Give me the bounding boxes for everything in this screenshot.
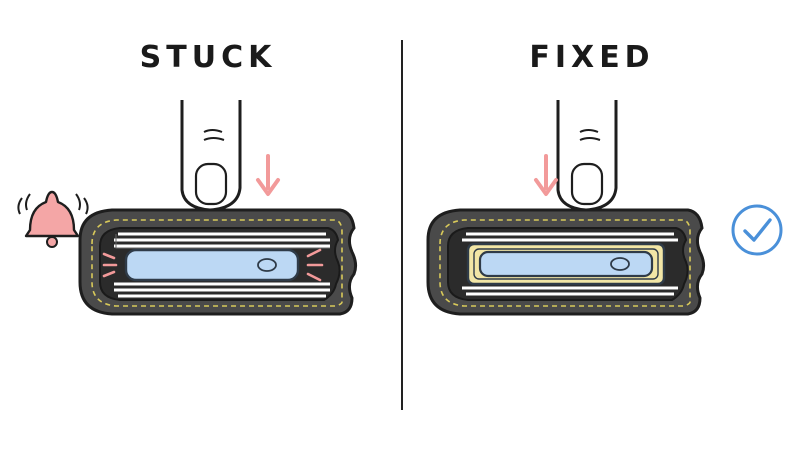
stuck-title: STUCK: [139, 40, 277, 75]
fixed-title: FIXED: [529, 40, 655, 75]
fixed-down-arrow-icon: [534, 154, 558, 196]
fixed-card-chip: [610, 257, 630, 271]
stuck-card-chip: [257, 258, 277, 272]
fixed-card: [478, 250, 654, 278]
stuck-card: [124, 248, 300, 282]
fixed-cards-bottom: [462, 286, 678, 296]
check-circle-icon: [731, 204, 783, 256]
down-arrow-icon: [256, 154, 280, 196]
fixed-panel: [426, 98, 783, 316]
fixed-finger-icon: [556, 98, 618, 212]
finger-icon: [180, 98, 242, 212]
fixed-cards-top: [462, 232, 678, 242]
stuck-panel: [17, 98, 358, 316]
stuck-cards-bottom: [114, 282, 330, 298]
stuck-cards-top: [114, 232, 330, 249]
bell-icon: [17, 190, 89, 248]
jam-marks: [102, 248, 324, 282]
